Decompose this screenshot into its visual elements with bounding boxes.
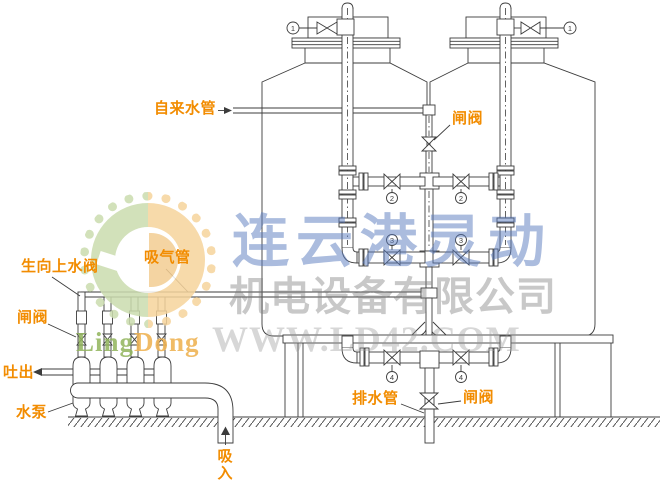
- label-riser-water-valve: 生向上水阀: [21, 258, 99, 275]
- marker-1-left: 1: [291, 24, 295, 33]
- marker-4-left: 4: [390, 373, 394, 382]
- discharge-arrow-icon: [33, 368, 42, 376]
- label-air-suction-pipe: 吸气管: [144, 249, 191, 266]
- label-gate-valve-bottom: 闸阀: [463, 389, 495, 406]
- gate-valve-icon: [452, 172, 462, 191]
- suction-main-pipe: [70, 382, 234, 444]
- riser-pipe-left-tank: [338, 2, 357, 249]
- top-manifold: 2 2: [352, 172, 501, 204]
- riser-water-valve-icon: [76, 310, 87, 325]
- gate-valve-icon: [452, 348, 462, 367]
- center-gate-valve-icon: [420, 136, 438, 145]
- riser-water-valve-icon: [102, 310, 113, 325]
- marker-2-left: 2: [390, 194, 394, 203]
- marker-4-right: 4: [459, 373, 463, 382]
- riser-gate-valve-icons: [76, 333, 167, 346]
- lower-manifold: 3 3: [341, 234, 512, 267]
- label-gate-valve-top: 闸阀: [452, 110, 484, 127]
- tap-water-pipe: [218, 107, 424, 114]
- label-drain-pipe: 排水管: [352, 390, 399, 407]
- marker-3-left: 3: [390, 236, 394, 245]
- marker-1-right: 1: [568, 24, 572, 33]
- label-discharge-out: 吐出: [3, 364, 35, 381]
- marker-2-right: 2: [459, 194, 463, 203]
- gate-valve-icon: [383, 172, 393, 191]
- drain-gate-valve-icon: [418, 392, 440, 402]
- riser-water-valve-icon: [129, 310, 140, 325]
- riser-pipe-right-tank: [496, 2, 515, 249]
- tank-top-valve-right: 1: [496, 18, 577, 36]
- label-gate-valve-left: 闸阀: [17, 309, 49, 326]
- riser-water-valve-icon: [156, 310, 167, 325]
- drain-assembly: [418, 367, 440, 444]
- ground: [68, 416, 660, 427]
- marker-3-right: 3: [459, 236, 463, 245]
- label-tap-water-pipe: 自来水管: [154, 100, 217, 117]
- bottom-manifold: 4 4: [341, 335, 512, 383]
- gate-valve-icon: [452, 248, 462, 267]
- tank-top-valve-left: 1: [286, 18, 355, 36]
- suction-up-arrow-icon: [221, 426, 230, 435]
- water-pumps: [72, 356, 172, 417]
- tank-platform: [282, 334, 614, 417]
- gate-valve-icon: [383, 348, 393, 367]
- label-water-pump: 水泵: [16, 404, 48, 421]
- label-suction-in: 吸入: [215, 448, 233, 480]
- gate-valve-icon: [383, 248, 393, 267]
